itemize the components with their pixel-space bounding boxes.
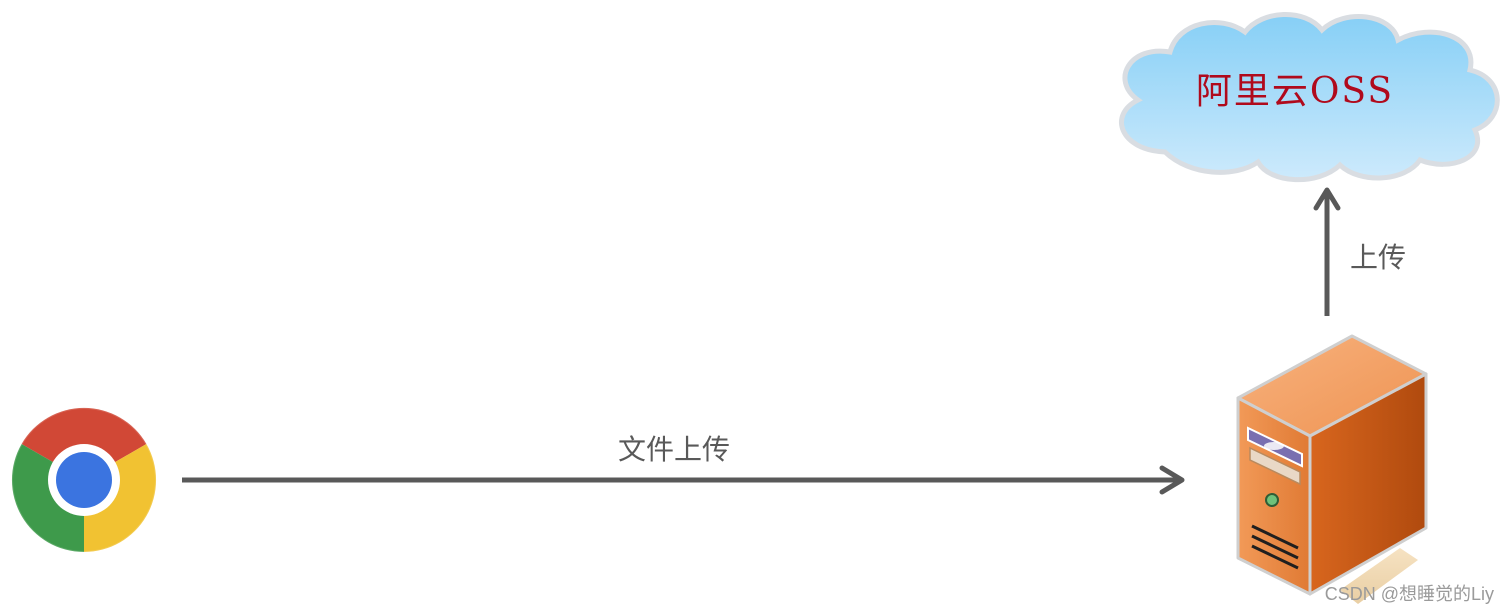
watermark: CSDN @想睡觉的Liy (1324, 584, 1494, 604)
arrow-browser-to-server (182, 465, 1185, 495)
server-tower-icon (1236, 334, 1428, 604)
browser-to-server-label: 文件上传 (618, 433, 731, 466)
server-to-cloud-label: 上传 (1350, 241, 1407, 274)
chrome-browser-icon (11, 407, 157, 553)
arrow-server-to-cloud (1313, 187, 1341, 316)
cloud-label: 阿里云OSS (1195, 71, 1395, 112)
cloud-icon (1119, 12, 1500, 183)
